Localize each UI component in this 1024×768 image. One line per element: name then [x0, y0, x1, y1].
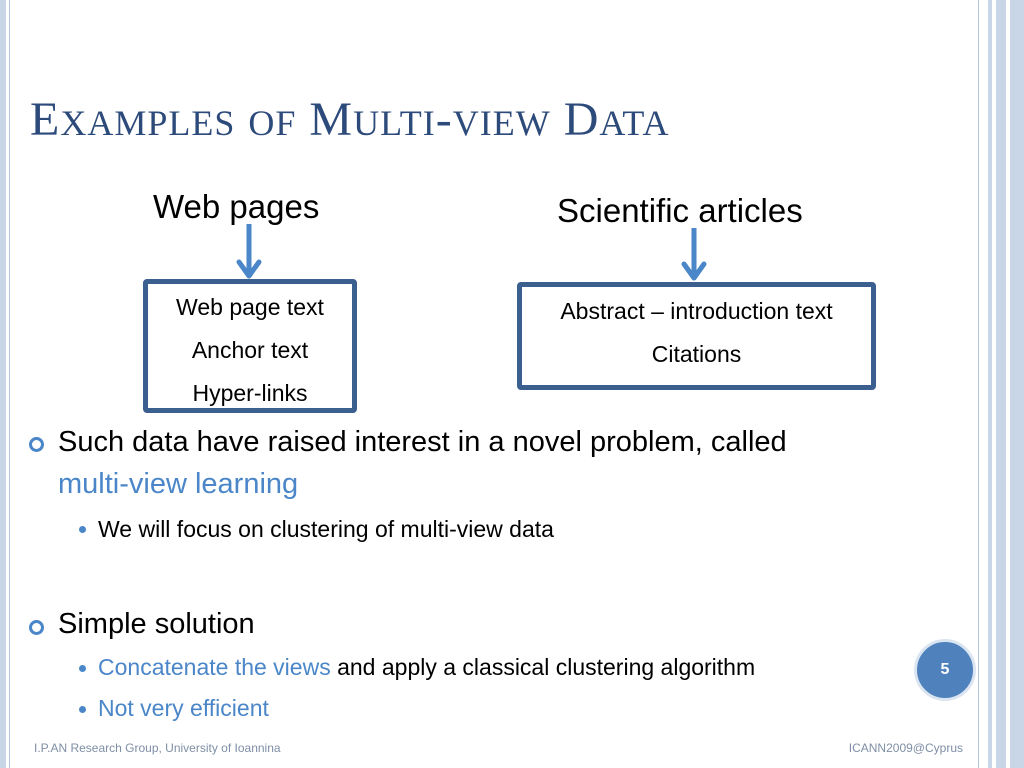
sub-bullet-line: Concatenate the views and apply a classi… — [98, 654, 755, 681]
sub-bullet-text: We will focus on clustering of multi-vie… — [98, 516, 554, 542]
bullet-text: Such data have raised interest in a nove… — [58, 426, 787, 458]
bullet-dot-icon — [79, 665, 86, 672]
bullet-dot-icon — [79, 526, 86, 533]
title-part: ATA — [599, 103, 670, 143]
slide-title: EXAMPLES OF MULTI-VIEW DATA — [30, 92, 670, 147]
bullet-dot-icon — [79, 706, 86, 713]
bullet-ring-icon — [29, 437, 44, 452]
right-frame-stripe-3 — [1010, 0, 1024, 768]
sub-bullet-highlight: Concatenate the views — [98, 654, 331, 680]
footer-left: I.P.AN Research Group, University of Ioa… — [34, 741, 281, 755]
view-box-scientific-articles: Abstract – introduction text Citations — [517, 282, 876, 390]
view-item: Abstract – introduction text — [560, 298, 833, 324]
view-box-web-pages: Web page text Anchor text Hyper-links — [143, 279, 357, 413]
right-frame-stripe-2 — [996, 0, 1006, 768]
view-label-web-pages: Web pages — [153, 188, 320, 225]
title-part: - — [435, 93, 453, 146]
footer-right: ICANN2009@Cyprus — [848, 741, 963, 755]
title-part: E — [30, 93, 61, 146]
right-frame-stripe-1 — [988, 0, 992, 768]
right-frame-line — [978, 0, 979, 768]
down-arrow-icon — [681, 228, 707, 281]
view-item: Web page text — [176, 294, 324, 320]
view-item: Hyper-links — [192, 380, 308, 406]
sub-bullet-highlight: Not very efficient — [98, 695, 269, 721]
bullet-highlight: multi-view learning — [58, 468, 299, 500]
down-arrow-icon — [236, 224, 262, 279]
title-part: XAMPLES — [60, 103, 236, 143]
bullet-text: Simple solution — [58, 608, 255, 640]
view-item: Citations — [651, 341, 742, 367]
title-part: M — [309, 93, 354, 146]
view-label-scientific-articles: Scientific articles — [557, 192, 803, 229]
page-number-badge: 5 — [914, 639, 976, 701]
bullet-ring-icon — [29, 620, 44, 635]
left-frame-stripe — [0, 0, 6, 768]
title-part: OF — [248, 103, 297, 143]
title-part: ULTI — [353, 103, 436, 143]
sub-bullet-text: and apply a classical clustering algorit… — [330, 654, 756, 680]
title-part: VIEW — [452, 103, 551, 143]
view-item: Anchor text — [191, 337, 309, 363]
left-frame-line — [9, 0, 10, 768]
title-part: D — [563, 93, 600, 146]
